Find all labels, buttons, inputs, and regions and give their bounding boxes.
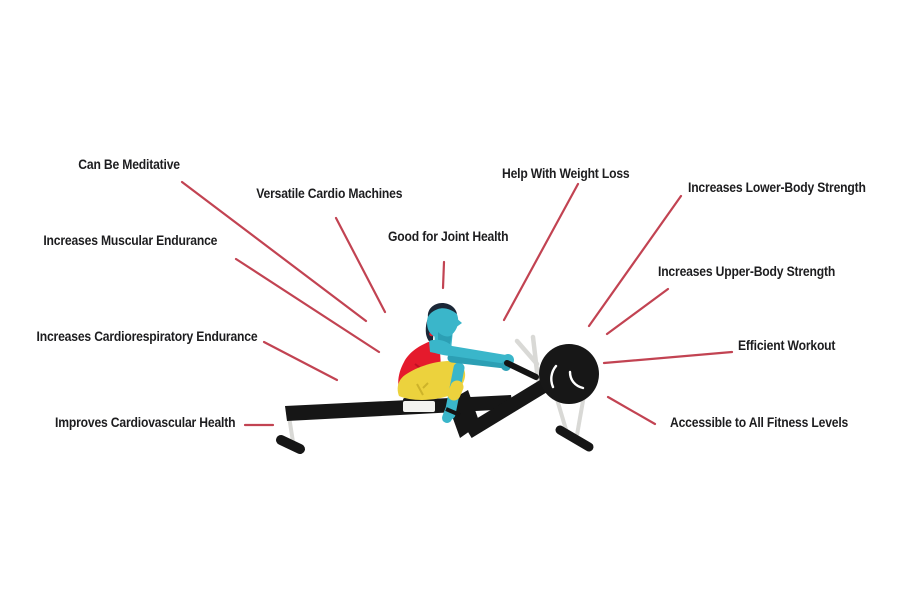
benefit-label-cardiorespiratory-endurance: Increases Cardiorespiratory Endurance (36, 329, 257, 344)
benefit-label-upper-body-strength: Increases Upper-Body Strength (658, 264, 836, 279)
handle-frame (514, 334, 541, 383)
leggings (397, 361, 466, 400)
leader-line-muscular-endurance (234, 257, 381, 354)
front-leg-left (554, 395, 569, 434)
leader-line-versatile-cardio-machines (334, 216, 387, 314)
head (427, 304, 459, 339)
foot-strap (445, 407, 461, 417)
benefit-label-can-be-meditative: Can Be Meditative (78, 157, 180, 172)
rear-foot-pad (276, 435, 305, 454)
rower-figure (397, 303, 539, 423)
benefit-label-lower-body-strength: Increases Lower-Body Strength (688, 180, 866, 195)
arm (429, 339, 507, 364)
legging-cuff (447, 380, 464, 401)
forearm-far (447, 353, 510, 369)
leader-line-can-be-meditative (180, 180, 368, 323)
rail-beam (285, 395, 513, 421)
benefit-label-muscular-endurance: Increases Muscular Endurance (43, 233, 217, 248)
benefit-label-versatile-cardio-machines: Versatile Cardio Machines (255, 186, 402, 201)
benefit-label-accessible-fitness: Accessible to All Fitness Levels (670, 415, 849, 430)
leader-line-cardiorespiratory-endurance (262, 340, 339, 382)
leggings-crease (416, 382, 429, 396)
seat-icon (403, 401, 435, 412)
leader-line-good-for-joint-health (441, 260, 446, 290)
handle (504, 360, 539, 380)
front-leg-right (575, 394, 586, 436)
nose (455, 317, 462, 328)
leader-line-weight-loss (502, 182, 580, 322)
leader-line-accessible-fitness (606, 395, 657, 426)
front-foot-pad (555, 425, 594, 452)
benefit-label-weight-loss: Help With Weight Loss (502, 166, 630, 181)
benefit-label-good-for-joint-health: Good for Joint Health (388, 229, 509, 244)
leader-line-lower-body-strength (587, 194, 683, 328)
leader-line-efficient-workout (602, 350, 734, 365)
benefit-label-cardiovascular-health: Improves Cardiovascular Health (54, 415, 235, 430)
benefit-label-efficient-workout: Efficient Workout (738, 338, 836, 353)
hair (427, 303, 457, 317)
flywheel-highlights (550, 364, 585, 390)
leader-line-upper-body-strength (605, 287, 670, 336)
leader-lines (180, 180, 734, 427)
